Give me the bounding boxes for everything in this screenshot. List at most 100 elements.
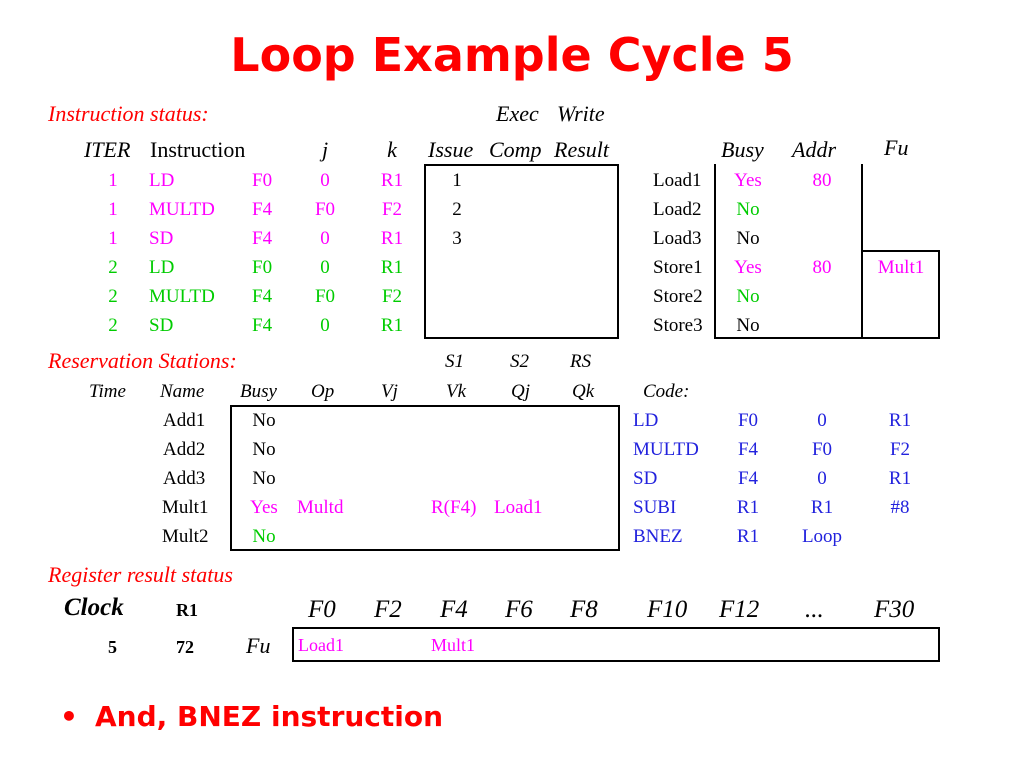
buffer-busy: Yes bbox=[734, 257, 762, 278]
reg-header: F6 bbox=[505, 596, 533, 623]
reg-header: ... bbox=[805, 596, 824, 623]
exec-status-box bbox=[424, 164, 619, 339]
code-arg: F0 bbox=[737, 410, 759, 431]
register-fu-box bbox=[292, 627, 940, 662]
reg-header: F2 bbox=[374, 596, 402, 623]
reg-header: F30 bbox=[874, 596, 915, 623]
col-j: j bbox=[321, 137, 329, 162]
row-op: SD bbox=[149, 315, 174, 336]
buffer-busy: No bbox=[736, 286, 760, 307]
rs-busy: No bbox=[252, 410, 276, 431]
row-k: R1 bbox=[380, 228, 404, 249]
code-arg: F4 bbox=[737, 439, 759, 460]
col-fu: Fu bbox=[884, 135, 909, 160]
buffer-box-left bbox=[714, 164, 716, 339]
buffer-name: Load1 bbox=[653, 170, 702, 191]
rs-op: Multd bbox=[297, 497, 344, 518]
row-k: R1 bbox=[380, 315, 404, 336]
code-arg: R1 bbox=[888, 468, 912, 489]
row-j: F0 bbox=[314, 199, 336, 220]
row-iter: 2 bbox=[108, 286, 118, 307]
code-arg: 0 bbox=[817, 468, 827, 489]
code-arg: R1 bbox=[736, 497, 760, 518]
rs-col-op: Op bbox=[311, 381, 335, 402]
code-op: SUBI bbox=[633, 497, 677, 518]
col-iter: ITER bbox=[84, 137, 131, 162]
rs-busy: Yes bbox=[250, 497, 278, 518]
col-busy: Busy bbox=[721, 137, 764, 162]
reg-fu-value: Load1 bbox=[298, 635, 344, 655]
rs-busy: No bbox=[252, 439, 276, 460]
buffer-addr: 80 bbox=[812, 170, 832, 191]
s1-header: S1 bbox=[445, 351, 464, 372]
buffer-addr: 80 bbox=[812, 257, 832, 278]
reg-header: F0 bbox=[308, 596, 336, 623]
row-j: 0 bbox=[320, 315, 330, 336]
row-op: SD bbox=[149, 228, 174, 249]
code-arg: F4 bbox=[737, 468, 759, 489]
bullet-marker: • bbox=[60, 700, 78, 733]
code-arg: F0 bbox=[811, 439, 833, 460]
buffer-busy: No bbox=[736, 199, 760, 220]
code-arg: R1 bbox=[888, 410, 912, 431]
code-op: MULTD bbox=[633, 439, 699, 460]
row-issue: 1 bbox=[452, 170, 462, 191]
col-instruction: Instruction bbox=[150, 137, 246, 162]
row-iter: 2 bbox=[108, 257, 118, 278]
reservation-stations-box bbox=[230, 405, 620, 551]
write-header: Write bbox=[557, 101, 605, 126]
col-k: k bbox=[387, 137, 397, 162]
code-op: BNEZ bbox=[633, 526, 683, 547]
row-j: 0 bbox=[320, 257, 330, 278]
buffer-busy: No bbox=[736, 315, 760, 336]
row-j: 0 bbox=[320, 228, 330, 249]
rs-name: Add2 bbox=[163, 439, 206, 460]
rs-vk: R(F4) bbox=[431, 497, 477, 518]
rs-col-vk: Vk bbox=[446, 381, 467, 402]
clock-label: Clock bbox=[64, 594, 124, 621]
r1-label: R1 bbox=[176, 600, 198, 620]
reg-fu-value: Mult1 bbox=[431, 635, 476, 655]
reg-header: F10 bbox=[647, 596, 688, 623]
buffer-name: Load2 bbox=[653, 199, 702, 220]
rs-busy: No bbox=[252, 468, 276, 489]
row-op: MULTD bbox=[149, 199, 215, 220]
rs-name: Add3 bbox=[163, 468, 206, 489]
rs-qj: Load1 bbox=[494, 497, 543, 518]
row-iter: 1 bbox=[108, 228, 118, 249]
buffer-name: Store3 bbox=[653, 315, 703, 336]
code-arg: 0 bbox=[817, 410, 827, 431]
row-k: R1 bbox=[380, 257, 404, 278]
rs-busy: No bbox=[252, 526, 276, 547]
row-dest: F0 bbox=[252, 170, 273, 191]
rs-col-vj: Vj bbox=[381, 381, 398, 402]
row-dest: F4 bbox=[252, 315, 273, 336]
col-result: Result bbox=[554, 137, 609, 162]
r1-value: 72 bbox=[176, 637, 194, 657]
fu-label: Fu bbox=[246, 633, 271, 658]
code-arg: Loop bbox=[801, 526, 843, 547]
buffer-name: Store2 bbox=[653, 286, 703, 307]
code-arg: R1 bbox=[736, 526, 760, 547]
rs-col-qk: Qk bbox=[572, 381, 595, 402]
reg-header: F12 bbox=[719, 596, 760, 623]
rs-name: Mult2 bbox=[162, 526, 209, 547]
row-issue: 2 bbox=[452, 199, 462, 220]
row-dest: F0 bbox=[252, 257, 273, 278]
exec-header: Exec bbox=[496, 101, 539, 126]
col-addr: Addr bbox=[792, 137, 836, 162]
bullet-text: And, BNEZ instruction bbox=[95, 700, 444, 733]
row-k: R1 bbox=[380, 170, 404, 191]
code-op: SD bbox=[633, 468, 658, 489]
buffer-busy: Yes bbox=[734, 170, 762, 191]
code-op: LD bbox=[633, 410, 659, 431]
instruction-status-label: Instruction status: bbox=[48, 101, 209, 126]
buffer-name: Load3 bbox=[653, 228, 702, 249]
rs-col-time: Time bbox=[89, 381, 126, 402]
code-header: Code: bbox=[643, 381, 690, 402]
row-iter: 2 bbox=[108, 315, 118, 336]
row-j: 0 bbox=[320, 170, 330, 191]
register-result-status-label: Register result status bbox=[48, 562, 233, 587]
buffer-fu: Mult1 bbox=[877, 257, 925, 278]
slide-title: Loop Example Cycle 5 bbox=[230, 28, 794, 82]
